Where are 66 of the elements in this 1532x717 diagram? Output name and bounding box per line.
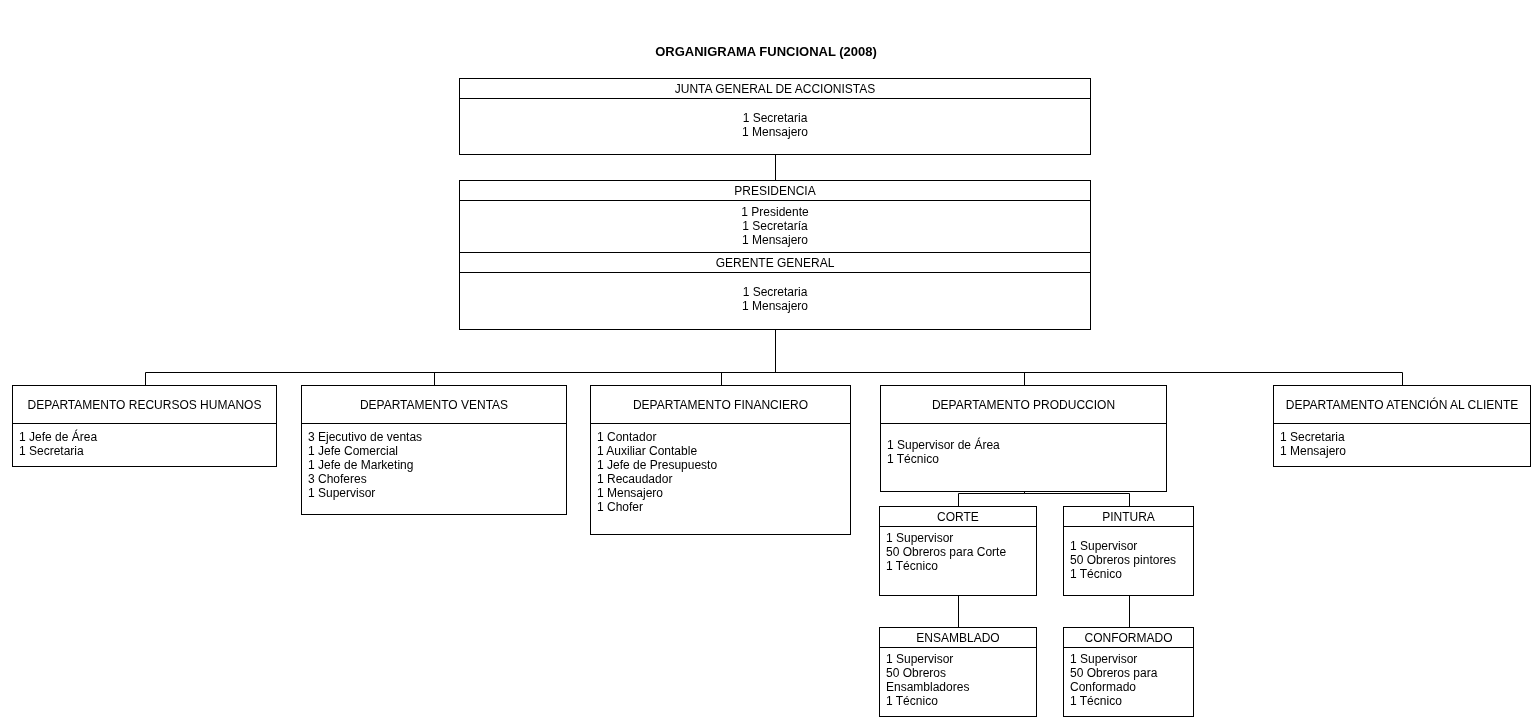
org-unit-box — [1273, 385, 1531, 467]
org-unit-box — [459, 180, 1091, 253]
staff-line: 1 Supervisor — [886, 652, 955, 666]
connector-line — [958, 491, 1025, 507]
unit-title: PINTURA — [1102, 509, 1155, 524]
org-unit-box — [301, 385, 567, 515]
org-unit-box — [879, 627, 1037, 717]
staff-line: 1 Supervisor — [1070, 539, 1139, 553]
connector-line — [1129, 595, 1130, 628]
staff-line: 3 Ejecutivo de ventas — [308, 430, 424, 444]
staff-line: 1 Mensajero — [597, 486, 665, 500]
org-unit-box — [1063, 506, 1194, 596]
connector-line — [958, 595, 959, 628]
staff-line: 1 Auxiliar Contable — [597, 444, 699, 458]
staff-line: 50 Obreros Ensambladores — [886, 666, 971, 694]
staff-line: 50 Obreros pintores — [1070, 553, 1178, 567]
staff-line: 1 Supervisor de Área — [887, 438, 1001, 452]
org-unit-box — [880, 385, 1167, 492]
staff-line: 1 Mensajero — [1280, 444, 1348, 458]
staff-line: 1 Técnico — [886, 694, 939, 708]
staff-line: 1 Técnico — [1070, 694, 1123, 708]
staff-line: 1 Secretaria — [741, 285, 809, 299]
staff-line: 1 Jefe Comercial — [308, 444, 400, 458]
staff-line: 1 Chofer — [597, 500, 645, 514]
unit-title: DEPARTAMENTO PRODUCCION — [931, 397, 1116, 412]
unit-title: PRESIDENCIA — [734, 183, 816, 198]
staff-line: 50 Obreros para Conformado — [1070, 666, 1159, 694]
staff-line: 1 Técnico — [887, 452, 940, 466]
unit-title: CORTE — [937, 509, 979, 524]
org-unit-box — [12, 385, 277, 467]
unit-title: DEPARTAMENTO VENTAS — [359, 397, 509, 412]
staff-line: 50 Obreros para Corte — [886, 545, 1008, 559]
org-unit-box — [590, 385, 851, 535]
staff-line: 1 Recaudador — [597, 472, 674, 486]
staff-line: 1 Contador — [597, 430, 658, 444]
unit-title: JUNTA GENERAL DE ACCIONISTAS — [674, 81, 876, 96]
staff-line: 1 Supervisor — [308, 486, 377, 500]
staff-line: 1 Secretaria — [741, 111, 809, 125]
staff-line: 1 Jefe de Área — [19, 430, 99, 444]
unit-title: ENSAMBLADO — [916, 630, 1000, 645]
staff-line: 1 Técnico — [1070, 567, 1123, 581]
org-unit-box — [1063, 627, 1194, 717]
staff-line: 1 Secretaria — [19, 444, 85, 458]
org-unit-box — [459, 78, 1091, 155]
connector-line — [775, 154, 776, 181]
staff-line: 1 Mensajero — [740, 125, 809, 139]
unit-title: CONFORMADO — [1084, 630, 1173, 645]
unit-title: GERENTE GENERAL — [715, 255, 835, 270]
staff-line: 3 Choferes — [308, 472, 368, 486]
staff-line: 1 Mensajero — [740, 299, 809, 313]
staff-line: 1 Secretaria — [1280, 430, 1346, 444]
staff-line: 1 Jefe de Marketing — [308, 458, 415, 472]
connector-line — [1024, 491, 1130, 507]
unit-title: DEPARTAMENTO FINANCIERO — [632, 397, 809, 412]
staff-line: 1 Técnico — [886, 559, 939, 573]
staff-line: 1 Presidente — [740, 205, 810, 219]
unit-title: DEPARTAMENTO ATENCIÓN AL CLIENTE — [1285, 397, 1519, 412]
staff-line: 1 Mensajero — [740, 233, 809, 247]
unit-title: DEPARTAMENTO RECURSOS HUMANOS — [27, 397, 262, 412]
staff-line: 1 Jefe de Presupuesto — [597, 458, 719, 472]
org-unit-box — [879, 506, 1037, 596]
staff-line: 1 Secretaría — [741, 219, 809, 233]
chart-title: ORGANIGRAMA FUNCIONAL (2008) — [654, 44, 878, 59]
staff-line: 1 Supervisor — [886, 531, 955, 545]
staff-line: 1 Supervisor — [1070, 652, 1139, 666]
org-unit-box — [459, 252, 1091, 330]
